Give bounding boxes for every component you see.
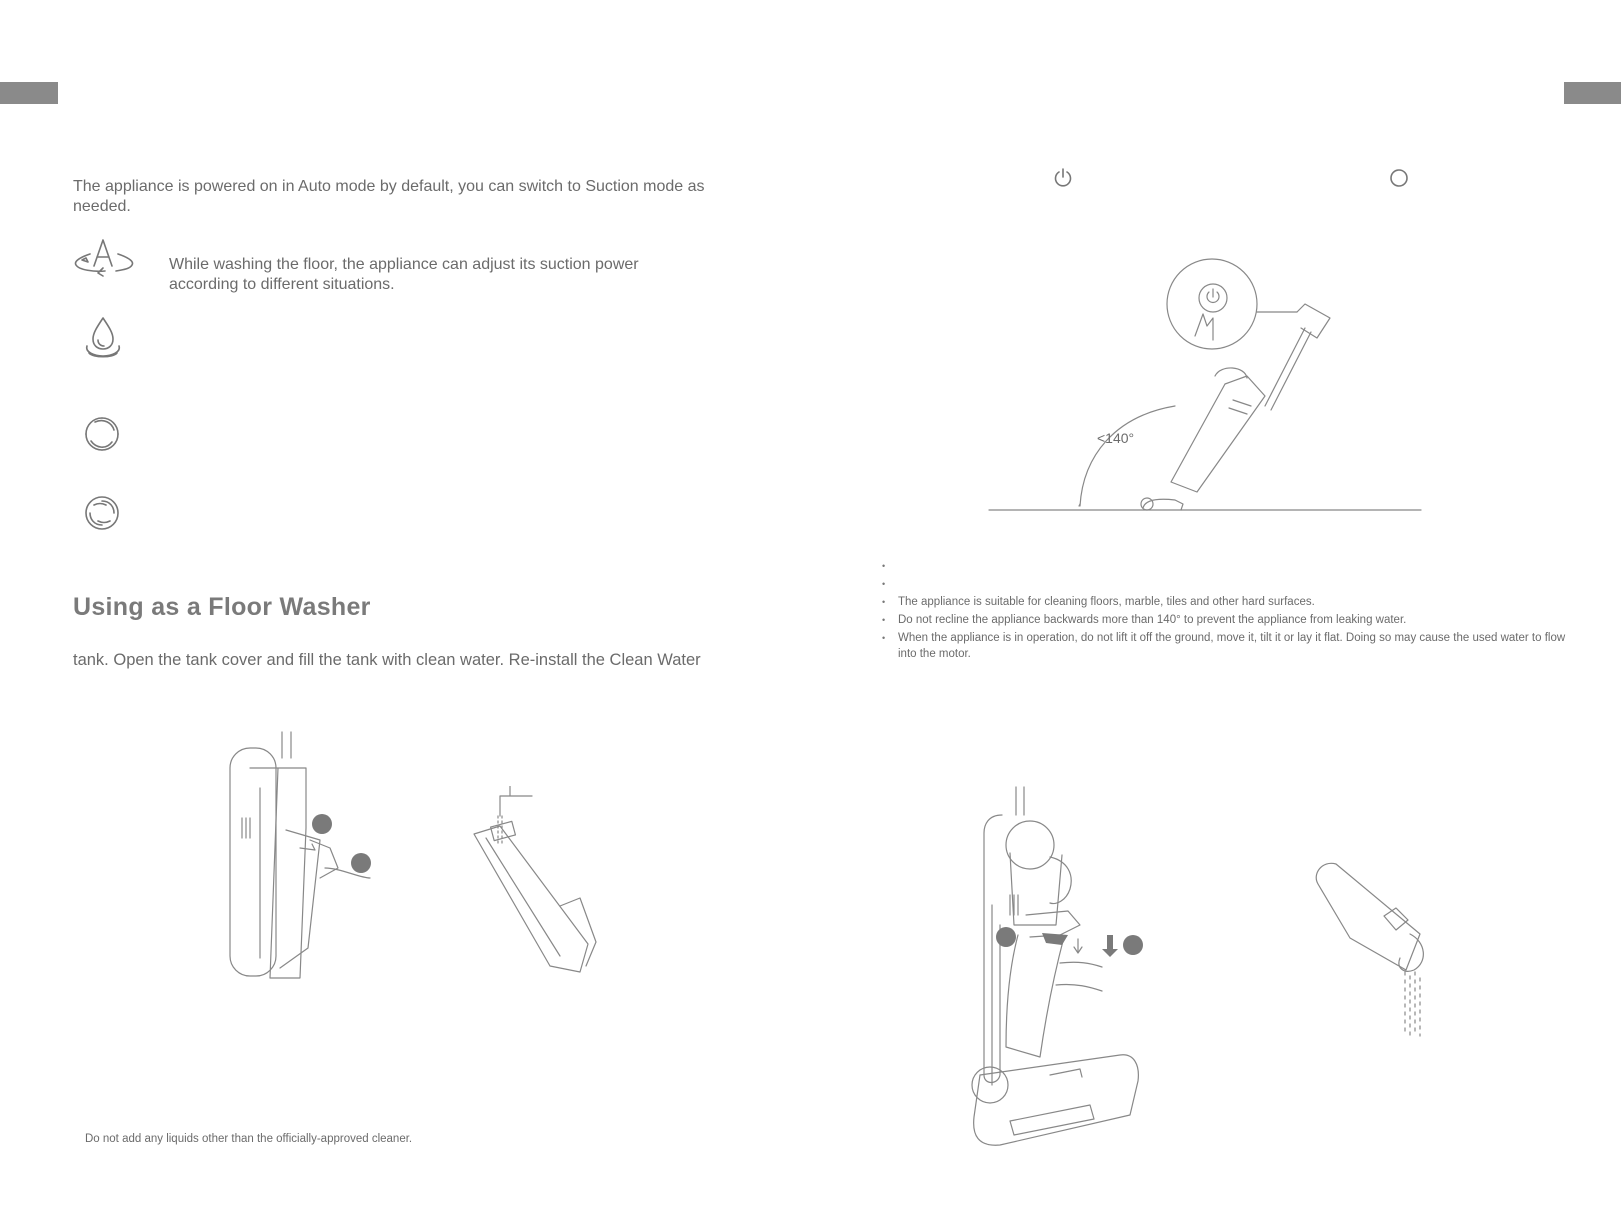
note-item: When the appliance is in operation, do n… — [875, 630, 1575, 662]
empty-dirty-water-illustration — [1315, 862, 1424, 1039]
note-item: The appliance is suitable for cleaning f… — [875, 594, 1575, 610]
suction-mode-icon — [85, 417, 119, 451]
left-page-tab — [0, 82, 58, 104]
note-item — [875, 558, 1575, 574]
fill-water-tank-illustration — [473, 786, 597, 973]
intro-text: The appliance is powered on in Auto mode… — [73, 178, 705, 215]
water-drop-mode-icon — [85, 317, 121, 358]
power-icon — [1054, 168, 1072, 187]
angle-label: <140° — [1097, 430, 1135, 446]
max-suction-mode-icon — [85, 496, 119, 530]
power-on-recline-illustration — [988, 258, 1422, 511]
section-title: Using as a Floor Washer — [73, 593, 371, 621]
remove-clean-water-tank-illustration — [229, 731, 371, 979]
tank-instruction: tank. Open the tank cover and fill the t… — [73, 651, 701, 669]
note-item: Do not recline the appliance backwards m… — [875, 612, 1575, 628]
auto-mode-description: While washing the floor, the appliance c… — [169, 256, 639, 293]
notes-list: The appliance is suitable for cleaning f… — [875, 558, 1575, 664]
remove-dirty-water-tank-illustration — [971, 786, 1143, 1146]
warning-note: Do not add any liquids other than the of… — [85, 1133, 413, 1145]
right-page-tab — [1564, 82, 1621, 104]
mode-switch-icon — [1390, 169, 1408, 187]
auto-mode-icon — [74, 239, 134, 277]
note-item — [875, 576, 1575, 592]
